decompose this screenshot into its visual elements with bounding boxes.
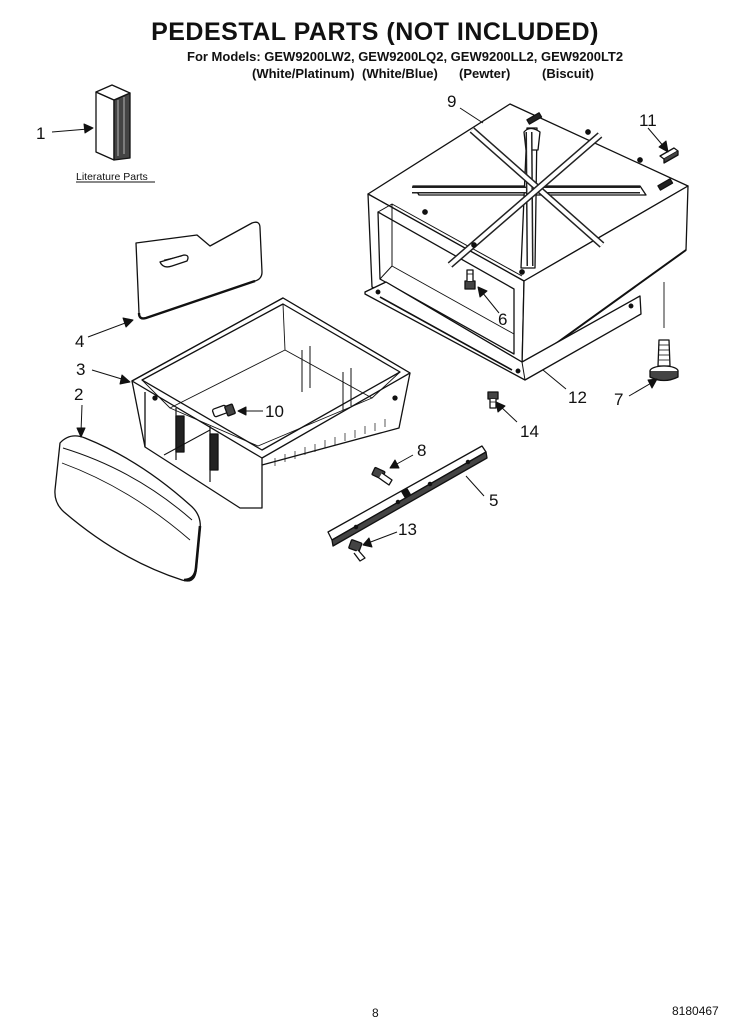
color-biscuit: (Biscuit) [542,66,594,81]
callout-5: 5 [489,491,498,510]
pedestal-base-plate [364,281,642,381]
callout-12: 12 [568,388,587,407]
callout-1: 1 [36,124,45,143]
callout-11: 11 [639,111,657,130]
callout-7: 7 [614,390,623,409]
leveling-leg [649,282,679,382]
model-list: For Models: GEW9200LW2, GEW9200LQ2, GEW9… [187,49,624,64]
color-white-platinum: (White/Platinum) [252,66,355,81]
callout-10: 10 [265,402,284,421]
literature-parts-label: Literature Parts [76,171,148,183]
callout-6: 6 [498,310,507,329]
drawer-slide-rail [327,445,488,547]
pedestal-cabinet [367,103,689,369]
callout-8: 8 [417,441,426,460]
callout-4: 4 [75,332,84,351]
drawer-basket [131,297,411,509]
drawer-back-panel [135,221,263,320]
callout-14: 14 [520,422,539,441]
color-pewter: (Pewter) [459,66,511,81]
drawer-screw [211,403,236,418]
page-title: PEDESTAL PARTS (NOT INCLUDED) [151,18,599,46]
color-white-blue: (White/Blue) [362,66,438,81]
callout-13: 13 [398,520,417,539]
leader-lines [51,107,669,548]
document-number: 8180467 [672,1004,719,1018]
drawer-front-panel [54,435,202,582]
callout-3: 3 [76,360,85,379]
callout-9: 9 [447,92,456,111]
rail-screw-lower [348,539,366,562]
cabinet-clip [659,147,679,164]
literature-parts-booklet [95,84,131,161]
cabinet-screw [464,269,476,290]
page-number: 8 [372,1006,379,1020]
rail-screw-upper [371,466,393,486]
callout-2: 2 [74,385,83,404]
